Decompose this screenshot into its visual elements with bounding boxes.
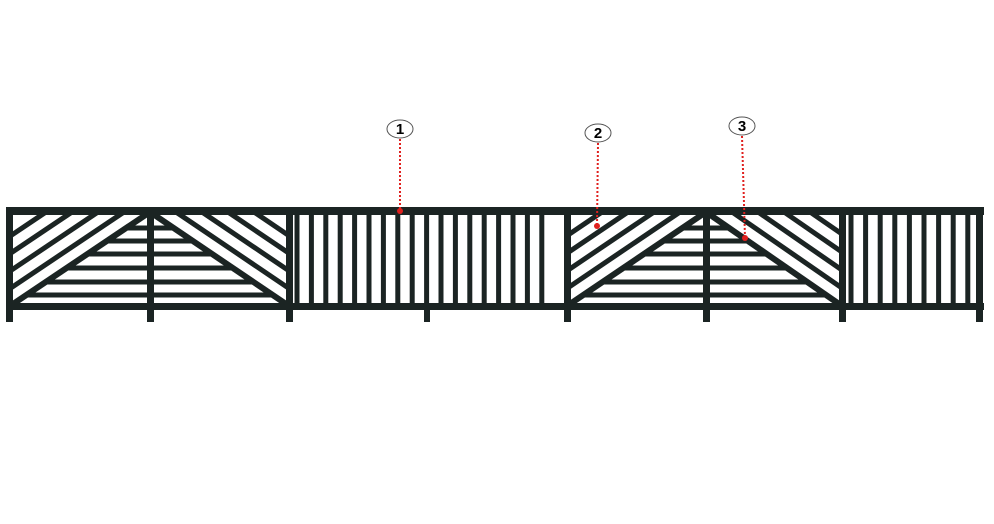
chevron-panel-left-diagonal-slat-left (8, 209, 126, 291)
baluster (936, 212, 942, 306)
callout-1-label: 1 (396, 121, 404, 138)
baluster (308, 212, 314, 306)
chevron-panel-left-diagonal-slat-right (252, 209, 291, 238)
baluster (496, 212, 502, 306)
railing-elevation (6, 207, 984, 322)
baluster (510, 212, 516, 306)
baluster (409, 212, 415, 306)
baluster (294, 212, 300, 306)
baluster (467, 212, 473, 306)
callout-3-target-dot (742, 235, 748, 241)
baluster (352, 212, 358, 306)
baluster (906, 212, 912, 306)
post (147, 207, 154, 322)
chevron-panel-right-diagonal-slat-right (756, 209, 844, 273)
baluster (438, 212, 444, 306)
chevron-panel-right-main-diagonal-right (704, 209, 844, 309)
callout-2-label: 2 (594, 125, 602, 142)
callout-2: 2 (584, 123, 612, 229)
baluster (366, 212, 372, 306)
baluster (921, 212, 927, 306)
callout-1-target-dot (397, 208, 403, 214)
callout-1-bubble (386, 119, 414, 139)
callout-1: 1 (386, 119, 414, 214)
chevron-panel-right-diagonal-slat-left (565, 209, 630, 256)
callout-3-leader (741, 135, 746, 239)
callout-2-leader (596, 142, 599, 227)
baluster (950, 212, 956, 306)
baluster (481, 212, 487, 306)
baluster (395, 212, 401, 306)
baluster (424, 212, 430, 306)
chevron-panel-right-diagonal-slat-left (565, 209, 682, 291)
chevron-panel-left-diagonal-slat-right (226, 209, 291, 256)
top-rail (6, 207, 984, 215)
chevron-panel-right-main-diagonal-left (565, 209, 708, 309)
baluster (337, 212, 343, 306)
callout-3: 3 (728, 116, 756, 241)
baluster (863, 212, 869, 306)
chevron-panel-left-diagonal-slat-left (8, 209, 48, 239)
bottom-rail (6, 303, 984, 310)
chevron-panel-right-diagonal-slat-right (782, 209, 844, 255)
chevron-panel-left-diagonal-slat-left (8, 209, 100, 274)
post-start (6, 207, 13, 322)
post-end (976, 207, 983, 322)
post (703, 207, 710, 322)
callout-3-label: 3 (738, 118, 746, 135)
post-stub (424, 303, 430, 322)
chevron-panel-right-diagonal-slat-right (730, 209, 844, 291)
baluster (452, 212, 458, 306)
post (564, 207, 571, 322)
callout-2-bubble (584, 123, 612, 143)
chevron-panel-left-diagonal-slat-left (8, 209, 74, 256)
baluster (323, 212, 329, 306)
chevron-panel-right-diagonal-slat-right (808, 209, 844, 237)
chevron-panel-left-main-diagonal-right (148, 209, 291, 309)
chevron-panel-left-main-diagonal-left (8, 209, 152, 309)
post (286, 207, 293, 322)
callout-3-bubble (728, 116, 756, 136)
chevron-panel-right-diagonal-slat-left (565, 209, 656, 273)
baluster (380, 212, 386, 306)
baluster (877, 212, 883, 306)
chevron-panel-left-diagonal-slat-right (174, 209, 291, 291)
baluster (524, 212, 530, 306)
chevron-panel-left-diagonal-slat-right (200, 209, 291, 273)
baluster (892, 212, 898, 306)
baluster (539, 212, 545, 306)
post (839, 207, 846, 322)
baluster (848, 212, 854, 306)
callout-2-target-dot (594, 223, 600, 229)
baluster (965, 212, 971, 306)
